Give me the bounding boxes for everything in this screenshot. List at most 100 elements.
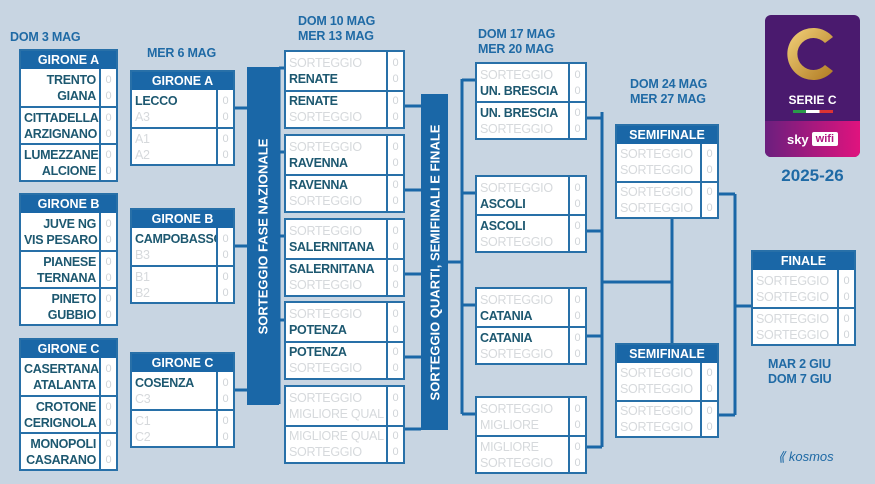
team-name: ASCOLI [480,218,526,233]
group-header: GIRONE A [132,72,233,90]
team-score: 0 [105,416,112,429]
team-score: 0 [222,414,229,427]
team-placeholder: SORTEGGIO [480,180,553,195]
team-score: 0 [392,72,399,85]
team-placeholder: SORTEGGIO [480,292,553,307]
italian-flag-stripe [793,110,833,113]
team-name: SALERNITANA [289,239,375,254]
date-line: MAR 2 GIU [768,357,831,371]
team-score: 0 [392,430,399,443]
team-score: 0 [574,440,581,453]
date-line: MER 13 MAG [298,29,374,43]
team-placeholder: C1 [135,413,151,428]
team-placeholder: SORTEGGIO [620,419,693,434]
team-name: RAVENNA [289,178,348,193]
team-score: 0 [706,420,713,433]
group-header: GIRONE B [21,195,116,213]
team-score: 0 [105,164,112,177]
team-name: PIANESE [43,254,96,269]
team-score: 0 [392,279,399,292]
team-score: 0 [574,197,581,210]
team-score: 0 [574,402,581,415]
team-score: 0 [105,437,112,450]
team-score: 0 [392,140,399,153]
team-name: TERNANA [36,270,96,285]
team-placeholder: SORTEGGIO [480,455,553,470]
team-placeholder: MIGLIORE QUAL [289,406,384,421]
team-name: ALCIONE [41,163,96,178]
date-line: DOM 7 GIU [768,372,832,386]
team-score: 0 [706,404,713,417]
team-score: 0 [843,328,850,341]
team-score: 0 [574,331,581,344]
credit-text: kosmos [788,449,834,464]
team-score: 0 [105,378,112,391]
group-header: GIRONE C [21,340,116,358]
team-score: 0 [706,383,713,396]
date-line: DOM 24 MAG [630,77,708,91]
team-score: 0 [392,323,399,336]
team-score: 0 [392,240,399,253]
team-score: 0 [222,132,229,145]
